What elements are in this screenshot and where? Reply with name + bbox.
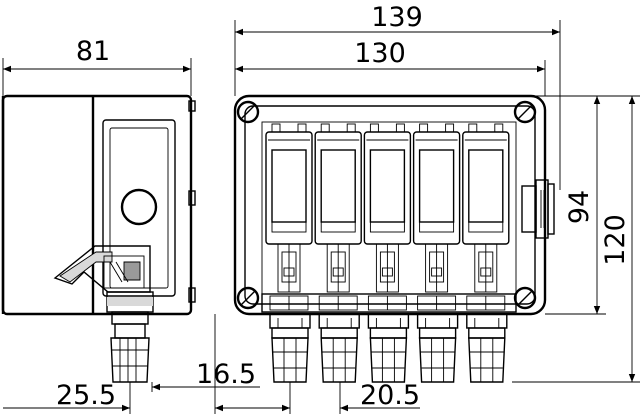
cable-glands	[269, 313, 508, 383]
module-body	[412, 131, 461, 245]
module-body	[363, 131, 412, 245]
cable-gland	[367, 313, 410, 383]
side-housing-body	[1, 94, 193, 316]
dim-label-overall-width: 139	[371, 2, 423, 33]
corner-screw	[513, 286, 537, 310]
spd-module	[412, 123, 461, 311]
dim-label-gland-offset: 25.5	[56, 380, 116, 411]
front-housing-inner	[244, 105, 536, 305]
dim-overall-height: 120	[512, 95, 640, 383]
spd-module	[462, 123, 510, 311]
cable-gland	[269, 313, 311, 383]
front-housing-outer	[233, 94, 547, 316]
dim-housing-width: 130	[235, 38, 546, 96]
side-lid-window	[102, 119, 176, 297]
corner-screw	[236, 100, 260, 124]
dim-gland-pitch: 20.5	[235, 380, 420, 414]
corner-screw	[513, 100, 537, 124]
module-window	[369, 149, 406, 223]
cable-gland	[466, 313, 508, 383]
module-body	[462, 131, 510, 245]
module-window	[320, 149, 356, 223]
cable-gland	[416, 313, 459, 383]
spd-module	[265, 123, 313, 311]
corner-screw	[236, 286, 260, 310]
dim-label-housing-width: 130	[354, 38, 406, 69]
dim-gland-offsets: 25.5 16.5	[3, 314, 260, 414]
spd-modules	[265, 123, 510, 311]
dim-side-depth: 81	[2, 36, 192, 96]
module-window	[468, 149, 504, 223]
side-view	[1, 94, 196, 383]
lid-knob	[120, 188, 158, 226]
module-body	[265, 131, 313, 245]
terminal-strip	[261, 293, 517, 313]
side-gland	[521, 179, 555, 239]
dim-label-overall-height: 120	[600, 214, 631, 266]
module-window	[271, 149, 307, 223]
dim-label-gland-pitch: 20.5	[360, 380, 420, 411]
spd-module	[314, 123, 362, 311]
dim-overall-width: 139	[234, 2, 561, 190]
module-body	[314, 131, 362, 245]
dim-label-gland-offset-small: 16.5	[196, 359, 256, 390]
dim-label-inner-height: 94	[564, 190, 595, 224]
front-view	[233, 94, 555, 316]
cable-gland	[318, 313, 360, 383]
side-gland-body	[110, 337, 150, 383]
spd-module	[363, 123, 412, 311]
module-window	[418, 149, 455, 223]
dim-label-side-depth: 81	[76, 36, 110, 67]
